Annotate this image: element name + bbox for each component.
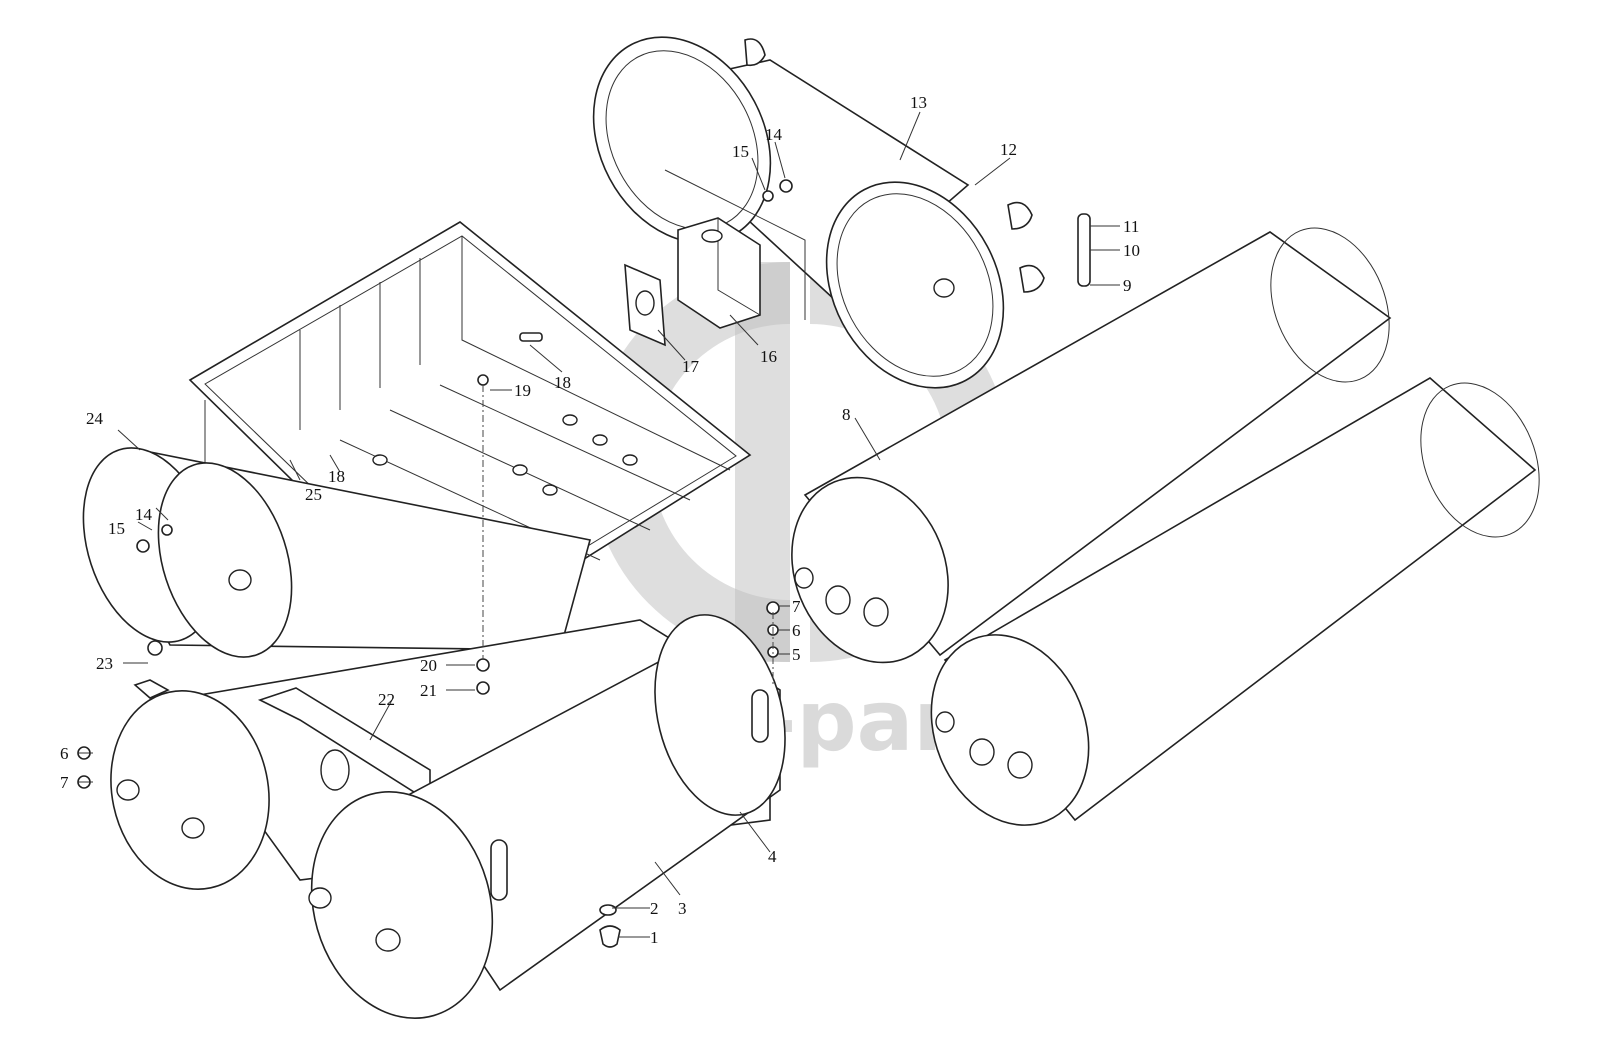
- callout-25: 25: [305, 485, 322, 504]
- callout-4: 4: [768, 847, 777, 866]
- callout-1: 1: [650, 928, 659, 947]
- callout-5: 5: [792, 645, 801, 664]
- callout-19: 19: [514, 381, 531, 400]
- callout-21: 21: [420, 681, 437, 700]
- callout-18-left: 18: [328, 467, 345, 486]
- callout-labels: 1 2 3 4 5 6 6 7 7 8 9 10 11 12 13 14 14 …: [60, 93, 1140, 947]
- tank-right-lower: [930, 377, 1540, 826]
- callout-6-left: 6: [60, 744, 69, 763]
- callout-10: 10: [1123, 241, 1140, 260]
- mounting-bracket: [624, 169, 806, 347]
- callout-15-left: 15: [108, 519, 125, 538]
- callout-7-left: 7: [60, 773, 69, 792]
- top-canister: [592, 36, 1045, 389]
- callout-8: 8: [842, 405, 851, 424]
- tank-right-upper: [791, 227, 1392, 664]
- callout-12: 12: [1000, 140, 1017, 159]
- callout-13: 13: [910, 93, 927, 112]
- callout-3: 3: [678, 899, 687, 918]
- leader-lines: [78, 111, 1120, 938]
- callout-24: 24: [86, 409, 104, 428]
- tank-left-rear: [82, 447, 591, 658]
- callout-14-left: 14: [135, 505, 153, 524]
- callout-20: 20: [420, 656, 437, 675]
- callout-16: 16: [760, 347, 777, 366]
- callout-15: 15: [732, 142, 749, 161]
- callout-7: 7: [792, 597, 801, 616]
- callout-14: 14: [765, 125, 783, 144]
- callout-2: 2: [650, 899, 659, 918]
- callout-23: 23: [96, 654, 113, 673]
- callout-9: 9: [1123, 276, 1132, 295]
- callout-11: 11: [1123, 217, 1139, 236]
- callout-22: 22: [378, 690, 395, 709]
- hardware: [77, 179, 1091, 789]
- tank-front-main: [308, 614, 786, 1019]
- callout-17: 17: [682, 357, 700, 376]
- callout-18: 18: [554, 373, 571, 392]
- callout-6: 6: [792, 621, 801, 640]
